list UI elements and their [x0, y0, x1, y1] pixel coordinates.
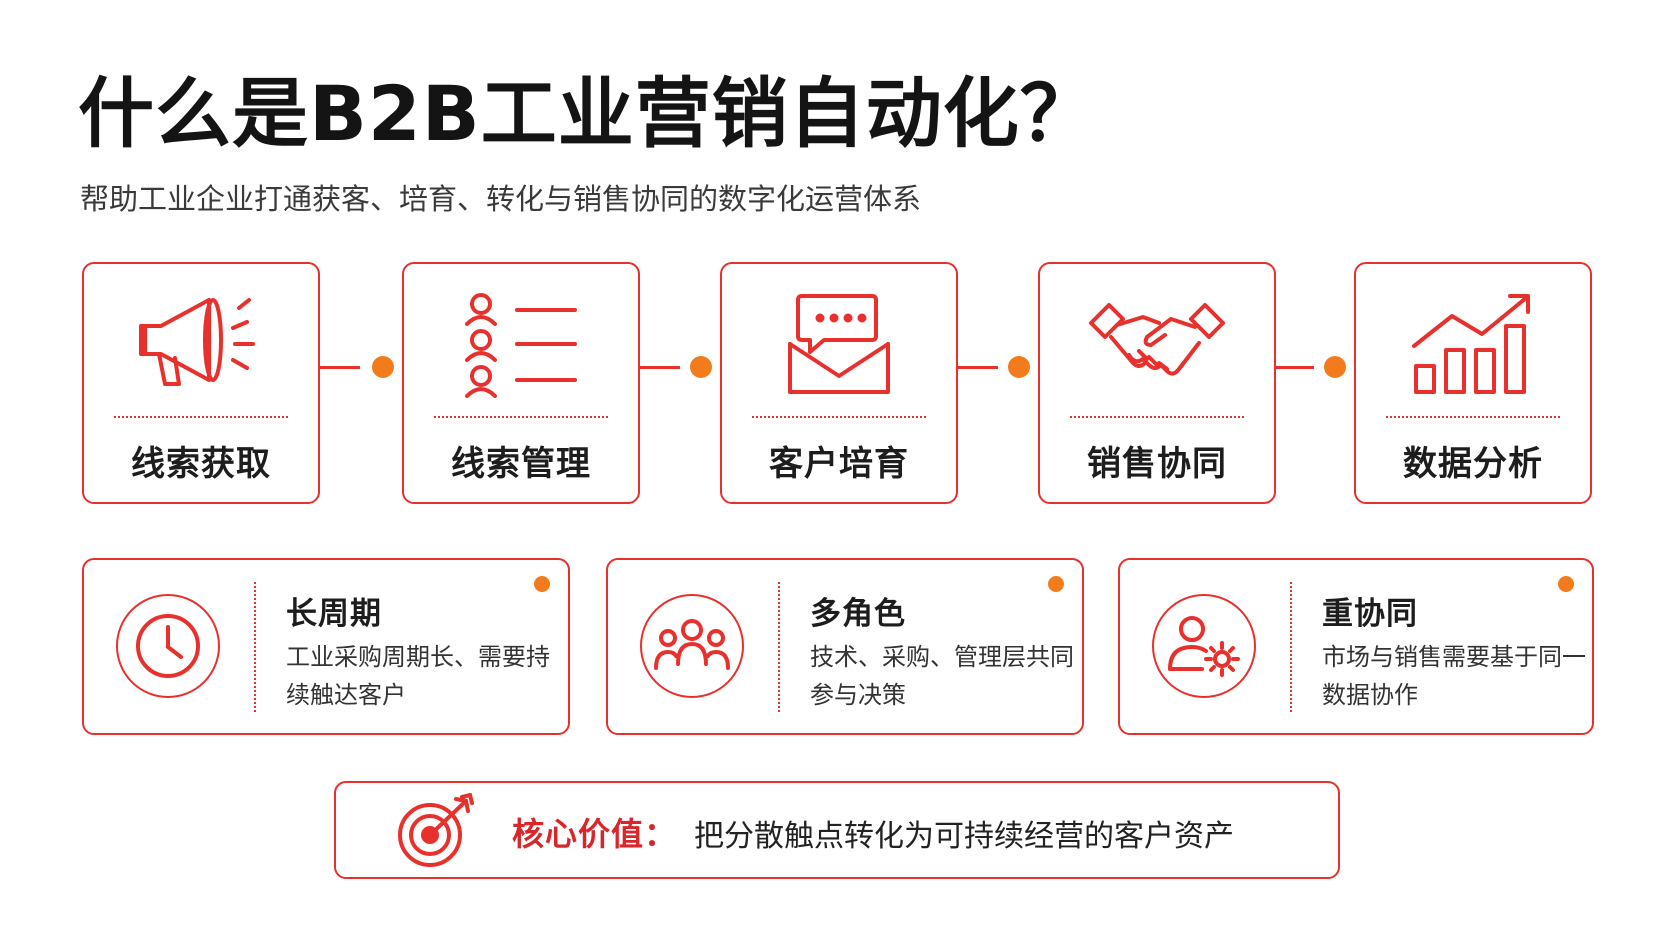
feature-card-long-cycle: 长周期 工业采购周期长、需要持续触达客户 — [82, 558, 570, 735]
corner-dot — [1558, 576, 1574, 592]
corner-dot — [534, 576, 550, 592]
page-title: 什么是B2B工业营销自动化？ — [78, 69, 1097, 158]
feature-description: 技术、采购、管理层共同参与决策 — [810, 643, 1074, 709]
feature-divider — [254, 582, 256, 712]
corner-dot — [1048, 576, 1064, 592]
process-dot — [1324, 356, 1346, 378]
feature-card-multi-role: 多角色 技术、采购、管理层共同参与决策 — [606, 558, 1084, 735]
step-divider — [1070, 416, 1244, 418]
process-dot — [372, 356, 394, 378]
page-subtitle: 帮助工业企业打通获客、培育、转化与销售协同的数字化运营体系 — [80, 182, 922, 216]
core-value-text: 把分散触点转化为可持续经营的客户资产 — [694, 819, 1234, 854]
feature-title: 重协同 — [1322, 596, 1418, 632]
feature-description: 工业采购周期长、需要持续触达客户 — [286, 643, 550, 709]
growth-chart-icon — [1412, 294, 1530, 394]
process-connector — [640, 366, 680, 369]
contact-list-icon — [465, 293, 577, 398]
process-connector — [958, 366, 998, 369]
feature-divider — [1290, 582, 1292, 712]
process-step-label: 线索获取 — [131, 444, 271, 484]
feature-card-collaboration: 重协同 市场与销售需要基于同一数据协作 — [1118, 558, 1594, 735]
people-group-icon — [654, 619, 730, 670]
megaphone-icon — [139, 298, 255, 386]
feature-title: 长周期 — [286, 596, 382, 632]
feature-divider — [778, 582, 780, 712]
process-step-lead-management: 线索管理 — [402, 262, 640, 504]
process-step-data-analysis: 数据分析 — [1354, 262, 1592, 504]
process-step-customer-nurturing: 客户培育 — [720, 262, 958, 504]
step-divider — [752, 416, 926, 418]
process-step-label: 线索管理 — [451, 444, 591, 484]
core-value-banner: 核心价值： 把分散触点转化为可持续经营的客户资产 — [334, 781, 1340, 879]
process-step-label: 数据分析 — [1403, 444, 1543, 484]
user-gear-icon — [1168, 616, 1240, 677]
target-arrow-icon — [398, 793, 474, 867]
feature-title: 多角色 — [810, 596, 906, 632]
handshake-icon — [1089, 303, 1225, 376]
process-dot — [690, 356, 712, 378]
process-step-label: 客户培育 — [769, 444, 909, 484]
step-divider — [114, 416, 288, 418]
process-step-lead-acquisition: 线索获取 — [82, 262, 320, 504]
step-divider — [434, 416, 608, 418]
process-step-label: 销售协同 — [1087, 444, 1227, 484]
process-connector — [1274, 366, 1314, 369]
step-divider — [1386, 416, 1560, 418]
message-envelope-icon — [788, 294, 890, 394]
feature-description: 市场与销售需要基于同一数据协作 — [1322, 643, 1586, 709]
process-dot — [1008, 356, 1030, 378]
clock-icon — [136, 614, 200, 678]
process-connector — [320, 366, 360, 369]
process-step-sales-collaboration: 销售协同 — [1038, 262, 1276, 504]
core-value-label: 核心价值： — [512, 815, 678, 853]
